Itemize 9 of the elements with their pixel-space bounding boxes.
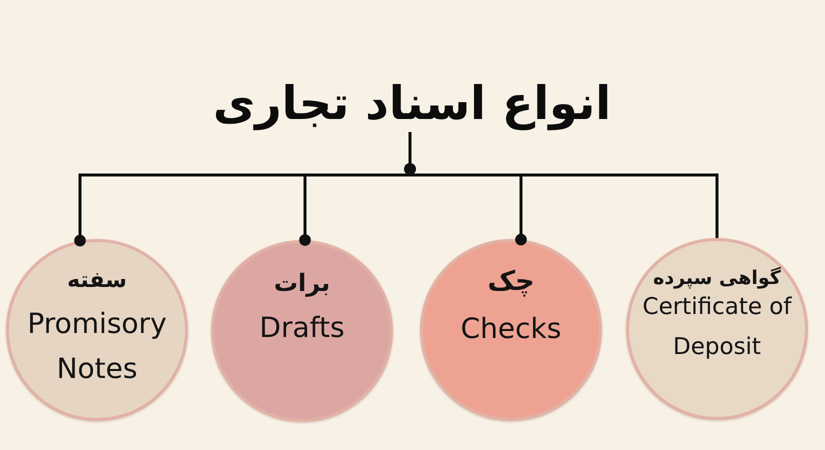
- title: انواع اسناد تجاری: [212, 74, 612, 132]
- persian-term: سفته: [66, 267, 128, 295]
- english-term: Certificate of Deposit: [642, 293, 792, 362]
- persian-term: گواهی سپرده: [652, 266, 782, 291]
- english-term: Drafts: [258, 310, 346, 346]
- english-term: Checks: [460, 310, 562, 346]
- persian-term: چک: [486, 265, 536, 299]
- english-term: Promisory Notes: [26, 306, 168, 386]
- persian-term: برات: [273, 268, 331, 299]
